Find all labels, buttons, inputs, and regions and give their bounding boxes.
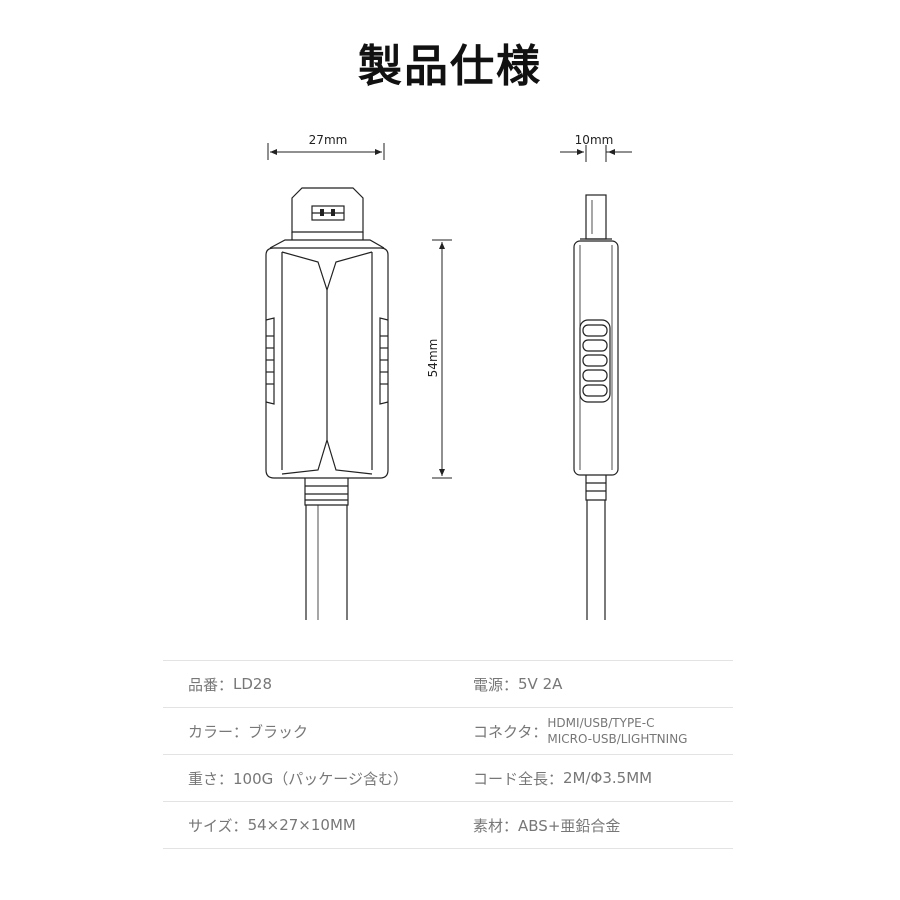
depth-dimension-line <box>560 145 632 162</box>
height-label: 54mm <box>426 339 440 378</box>
side-view-drawing <box>573 194 619 620</box>
product-dimension-diagram: 27mm 54mm <box>265 133 632 620</box>
height-dimension-line <box>432 239 452 479</box>
spec-cell-weight: 重さ： 100G（パッケージ含む） <box>188 755 408 801</box>
spec-cell-model: 品番： LD28 <box>188 661 272 707</box>
spec-row: 品番： LD28 電源： 5V 2A <box>163 660 733 707</box>
front-view-drawing <box>265 187 389 620</box>
width-label: 27mm <box>309 133 348 147</box>
spec-label: 品番： <box>188 675 234 694</box>
spec-row: 重さ： 100G（パッケージ含む） コード全長： 2M/Φ3.5MM <box>163 754 733 801</box>
spec-cell-material: 素材： ABS+亜鉛合金 <box>473 802 620 848</box>
spec-value: ブラック <box>248 722 309 741</box>
spec-value-line: HDMI/USB/TYPE-C <box>547 716 655 730</box>
spec-cell-color: カラー： ブラック <box>188 708 308 754</box>
spec-row: カラー： ブラック コネクタ： HDMI/USB/TYPE-C MICRO-US… <box>163 707 733 754</box>
spec-label: 電源： <box>473 675 519 694</box>
spec-label: コード全長： <box>473 769 564 788</box>
spec-label: 重さ： <box>188 769 234 788</box>
spec-label: 素材： <box>473 816 519 835</box>
spec-value: 54×27×10MM <box>247 816 356 834</box>
spec-label: カラー： <box>188 722 249 741</box>
spec-value: 2M/Φ3.5MM <box>563 769 653 787</box>
spec-label: サイズ： <box>188 816 248 835</box>
spec-value-line: MICRO-USB/LIGHTNING <box>547 732 688 746</box>
spec-value: 100G（パッケージ含む） <box>233 769 408 788</box>
spec-cell-connector: コネクタ： HDMI/USB/TYPE-C MICRO-USB/LIGHTNIN… <box>473 708 687 754</box>
depth-label: 10mm <box>575 133 614 147</box>
page-title: 製品仕様 <box>358 41 542 92</box>
spec-cell-size: サイズ： 54×27×10MM <box>188 802 356 848</box>
spec-label: コネクタ： <box>473 722 548 741</box>
spec-value: LD28 <box>233 675 273 693</box>
spec-value-multiline: HDMI/USB/TYPE-C MICRO-USB/LIGHTNING <box>547 715 687 747</box>
spec-cell-cord-length: コード全長： 2M/Φ3.5MM <box>473 755 652 801</box>
width-dimension-line <box>267 143 385 160</box>
spec-value: 5V 2A <box>518 675 563 693</box>
spec-row: サイズ： 54×27×10MM 素材： ABS+亜鉛合金 <box>163 801 733 849</box>
spec-value: ABS+亜鉛合金 <box>518 816 621 835</box>
spec-cell-power: 電源： 5V 2A <box>473 661 562 707</box>
spec-table: 品番： LD28 電源： 5V 2A カラー： ブラック コネクタ： HDMI/… <box>163 660 733 849</box>
